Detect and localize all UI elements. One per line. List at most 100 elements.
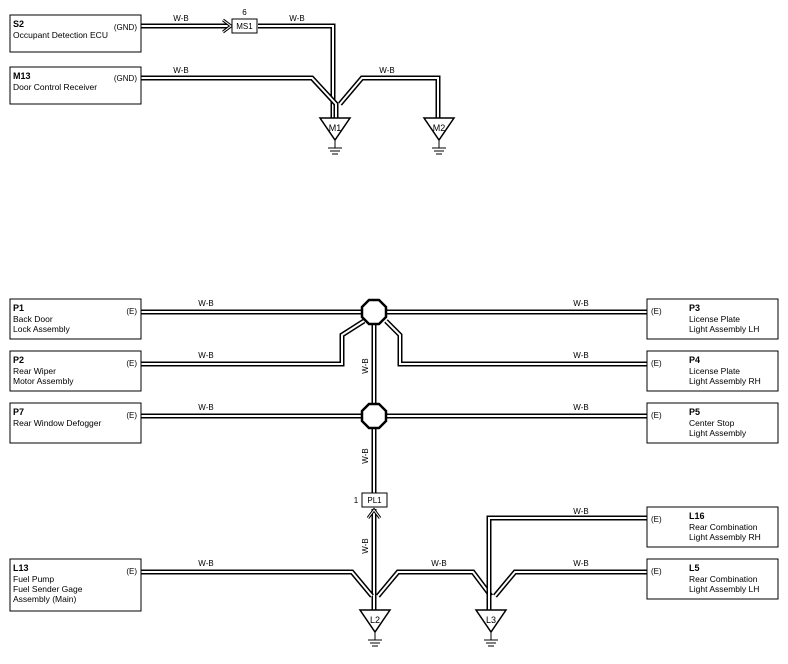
wire-label: W-B [361, 358, 370, 373]
wire-label: W-B [573, 299, 588, 308]
connector-label: MS1 [236, 22, 253, 31]
wire-inner [385, 320, 647, 365]
component-code: L13 [13, 563, 29, 573]
component-l16: (E) L16 Rear Combination Light Assembly … [646, 506, 779, 548]
component-p7: P7 Rear Window Defogger (E) [9, 402, 142, 444]
wire-label: W-B [431, 559, 446, 568]
component-name-line: Fuel Sender Gage [13, 584, 83, 594]
component-code: P3 [689, 303, 700, 313]
wire-label: W-B [361, 538, 370, 553]
connector-pin-number: 6 [242, 8, 247, 17]
connector-arrow-icon [222, 19, 232, 33]
wire-inner [258, 25, 334, 118]
wire-label: W-B [379, 66, 394, 75]
ground-symbol-m1 [318, 117, 352, 155]
ground-label-l3: L3 [486, 615, 496, 625]
component-name-line: Light Assembly RH [689, 376, 761, 386]
wire-inner [339, 77, 439, 118]
pin-label: (E) [126, 411, 137, 420]
connector-pl1: PL1 1 [354, 492, 388, 508]
wire-label: W-B [173, 14, 188, 23]
component-name-line: Assembly (Main) [13, 594, 76, 604]
ground-symbol-l2 [358, 609, 392, 647]
component-p3: (E) P3 License Plate Light Assembly LH [646, 298, 779, 340]
wire-label: W-B [361, 448, 370, 463]
wire-label: W-B [198, 299, 213, 308]
pin-label: (E) [651, 359, 662, 368]
component-name-line: Door Control Receiver [13, 82, 97, 92]
splice-junction [360, 402, 388, 430]
wire-label: W-B [173, 66, 188, 75]
component-name-line: Rear Window Defogger [13, 418, 102, 428]
component-name-line: Lock Assembly [13, 324, 70, 334]
ground-label-m1: M1 [329, 123, 342, 133]
component-name-line: Rear Combination [689, 574, 758, 584]
component-p2: P2 Rear Wiper Motor Assembly (E) [9, 350, 142, 392]
wire-outer [486, 515, 647, 610]
pin-label: (E) [651, 567, 662, 576]
component-code: L16 [689, 511, 705, 521]
component-name-line: Center Stop [689, 418, 735, 428]
component-name-line: Fuel Pump [13, 574, 54, 584]
pin-label: (GND) [114, 74, 137, 83]
wire-outer [493, 569, 647, 598]
component-name-line: Light Assembly RH [689, 532, 761, 542]
pin-label: (E) [126, 359, 137, 368]
component-name-line: Occupant Detection ECU [13, 30, 108, 40]
pin-label: (GND) [114, 23, 137, 32]
wire-inner [494, 571, 647, 597]
ground-label-l2: L2 [370, 615, 380, 625]
ground-label-m2: M2 [433, 123, 446, 133]
wire-label: W-B [573, 351, 588, 360]
ground-triangle [358, 609, 392, 634]
connector-ms1: MS1 6 [231, 8, 258, 34]
component-code: P1 [13, 303, 24, 313]
component-code: P4 [689, 355, 700, 365]
component-name-line: Motor Assembly [13, 376, 74, 386]
ground-triangle [474, 609, 508, 634]
wire-inner [377, 571, 492, 597]
connector-arrow-icon [367, 509, 381, 519]
wire-label: W-B [573, 507, 588, 516]
pin-label: (E) [651, 515, 662, 524]
wire-outer [141, 318, 366, 367]
wire-outer [338, 75, 441, 118]
wire-label: W-B [198, 403, 213, 412]
ground-symbol-m2 [422, 117, 456, 155]
component-name-line: License Plate [689, 366, 740, 376]
wire-layer [141, 23, 647, 610]
ground-triangle [422, 117, 456, 142]
pin-label: (E) [651, 307, 662, 316]
component-code: M13 [13, 71, 31, 81]
wire-inner [141, 320, 365, 365]
wire-label: W-B [573, 559, 588, 568]
wire-outer [141, 75, 339, 118]
wire-outer [384, 319, 647, 367]
component-p5: (E) P5 Center Stop Light Assembly [646, 402, 779, 444]
wire-inner [141, 571, 373, 597]
component-p4: (E) P4 License Plate Light Assembly RH [646, 350, 779, 392]
component-name-line: Light Assembly [689, 428, 747, 438]
component-l5: (E) L5 Rear Combination Light Assembly L… [646, 558, 779, 600]
component-code: L5 [689, 563, 700, 573]
component-l13: L13 Fuel Pump Fuel Sender Gage Assembly … [9, 558, 142, 612]
connector-label: PL1 [367, 496, 382, 505]
wire-label: W-B [198, 351, 213, 360]
wire-label: W-B [573, 403, 588, 412]
wire-label: W-B [198, 559, 213, 568]
component-name-line: Rear Wiper [13, 366, 56, 376]
component-name-line: Light Assembly LH [689, 324, 759, 334]
shape-layer [222, 18, 508, 647]
component-code: P2 [13, 355, 24, 365]
component-code: P7 [13, 407, 24, 417]
component-code: P5 [689, 407, 700, 417]
component-name-line: Back Door [13, 314, 53, 324]
ground-triangle [318, 117, 352, 142]
connector-pin-number: 1 [354, 496, 359, 505]
ground-symbol-l3 [474, 609, 508, 647]
wire-inner [488, 517, 647, 610]
pin-label: (E) [126, 307, 137, 316]
wire-label: W-B [289, 14, 304, 23]
